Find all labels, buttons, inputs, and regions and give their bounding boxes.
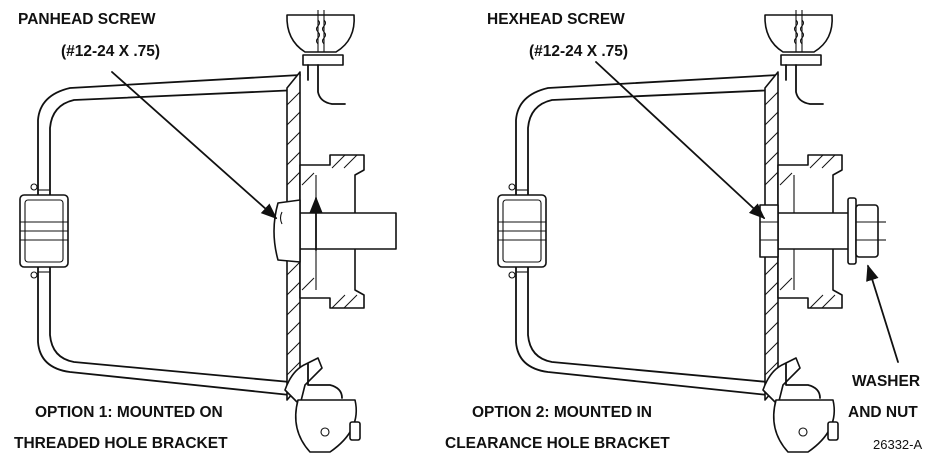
washer-nut-label-line2: AND NUT	[848, 404, 918, 421]
option2-side-connector	[497, 183, 547, 279]
option1-fastener-label-line2: (#12-24 X .75)	[61, 43, 160, 60]
option2-housing	[515, 74, 779, 396]
option2-bottom-clamp	[762, 357, 839, 453]
option2-fastener-label-line1: HEXHEAD SCREW	[487, 11, 625, 28]
option1-caption-line2: THREADED HOLE BRACKET	[14, 435, 228, 452]
option1-assembly	[19, 10, 397, 453]
figure-reference-number: 26332-A	[873, 437, 922, 452]
option2-washer-and-nut	[847, 197, 886, 265]
option2-caption-line2: CLEARANCE HOLE BRACKET	[445, 435, 670, 452]
washer-nut-label-line1: WASHER	[852, 373, 920, 390]
option1-screw-leader-arrow	[111, 71, 278, 220]
option1-side-connector	[19, 183, 69, 279]
option2-washer-leader-arrow	[866, 264, 899, 363]
option2-fastener-label-line2: (#12-24 X .75)	[529, 43, 628, 60]
option1-caption-line1: OPTION 1: MOUNTED ON	[35, 404, 223, 421]
option2-hexhead-screw	[759, 204, 859, 258]
option2-caption-line1: OPTION 2: MOUNTED IN	[472, 404, 652, 421]
option1-fastener-label-line1: PANHEAD SCREW	[18, 11, 156, 28]
option1-bottom-clamp	[284, 357, 361, 453]
option2-top-clamp	[764, 10, 833, 105]
option1-top-clamp	[286, 10, 355, 105]
option2-assembly	[497, 10, 899, 453]
option2-screw-leader-arrow	[595, 61, 766, 220]
